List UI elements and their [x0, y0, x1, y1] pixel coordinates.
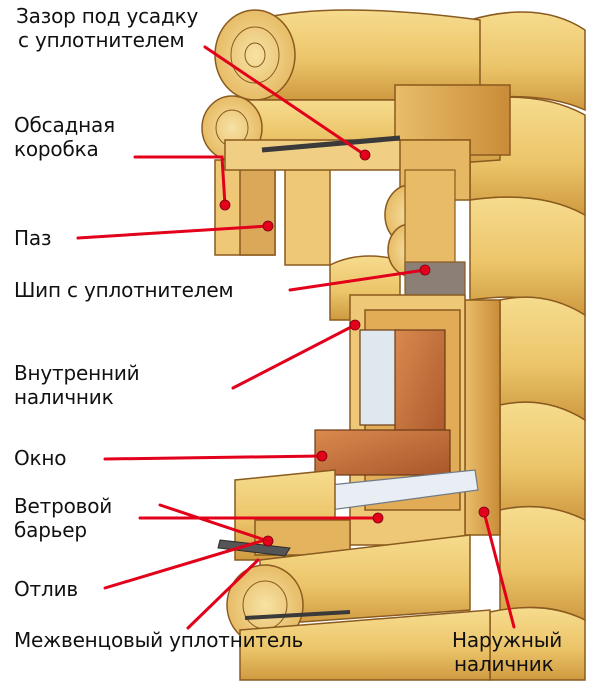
tenon: [404, 169, 466, 301]
label-tenon: Шип с уплотнителем: [14, 278, 234, 302]
label-line: Зазор под усадку: [16, 4, 199, 28]
outer-trim: [464, 299, 501, 536]
tenon-seal: [404, 261, 466, 301]
label-crown-seal: Межвенцовый уплотнитель: [14, 628, 303, 652]
leader-groove: [76, 224, 270, 240]
leader-crown-seal: [186, 558, 260, 630]
leader-dot: [262, 220, 274, 232]
leader-dot: [219, 199, 231, 211]
log-body: [239, 609, 491, 681]
label-line: барьер: [14, 518, 87, 542]
leader-dot: [372, 512, 384, 524]
leader-dot: [316, 450, 328, 462]
leader-dots: [219, 149, 490, 547]
label-groove: Паз: [14, 226, 52, 250]
label-shrink-gap: Зазор под усадку с уплотнителем: [16, 4, 198, 52]
label-line: коробка: [14, 137, 99, 161]
leader-shrink-gap: [203, 45, 367, 157]
label-line: наличник: [14, 385, 114, 409]
label-line: Паз: [14, 226, 52, 250]
label-outer-trim: Наружный наличник: [452, 628, 562, 676]
log-stack-bottom: [226, 469, 491, 681]
log-body: [499, 505, 586, 622]
window-sill-block: [314, 429, 451, 476]
label-inner-trim: Внутренний наличник: [14, 361, 140, 409]
leader-dot: [349, 319, 361, 331]
label-line: Наружный: [452, 628, 563, 652]
leader-dot: [419, 264, 431, 276]
log-body: [499, 401, 586, 522]
leader-window: [103, 454, 324, 461]
label-line: с уплотнителем: [18, 28, 185, 52]
leader-lines: [76, 45, 516, 630]
label-line: Шип с уплотнителем: [14, 278, 234, 302]
leader-tenon: [288, 268, 427, 292]
leader-dot: [359, 149, 371, 161]
leader-outer-trim: [482, 510, 516, 629]
casing-block: [239, 159, 276, 256]
label-window: Окно: [14, 446, 67, 470]
label-line: Отлив: [14, 577, 78, 601]
label-line: Ветровой: [14, 494, 113, 518]
label-wind-barrier: Ветровой барьер: [14, 494, 112, 542]
tenon-post: [404, 169, 456, 271]
shrink-gap-seal: [261, 135, 401, 153]
window-glass: [359, 329, 401, 426]
log-end: [214, 9, 296, 101]
label-line: Окно: [14, 446, 67, 470]
label-drip: Отлив: [14, 577, 78, 601]
window-sash: [314, 329, 451, 476]
label-line: Внутренний: [14, 361, 140, 385]
leader-dot: [262, 535, 274, 547]
log-ring: [244, 42, 266, 68]
label-casing-box: Обсадная коробка: [14, 113, 115, 161]
log-body: [499, 296, 586, 422]
crown-seal: [244, 610, 351, 620]
log-body: [254, 9, 481, 101]
label-line: Межвенцовый уплотнитель: [14, 628, 304, 652]
label-line: Обсадная: [14, 113, 115, 137]
leader-drip: [103, 538, 267, 590]
leader-inner-trim: [231, 323, 357, 390]
label-line: наличник: [454, 652, 554, 676]
leader-casing-box: [133, 155, 227, 207]
leader-wind-barrier-2: [158, 503, 270, 543]
leader-dot: [478, 506, 490, 518]
casing-block: [284, 164, 331, 266]
log-ring: [230, 26, 280, 84]
